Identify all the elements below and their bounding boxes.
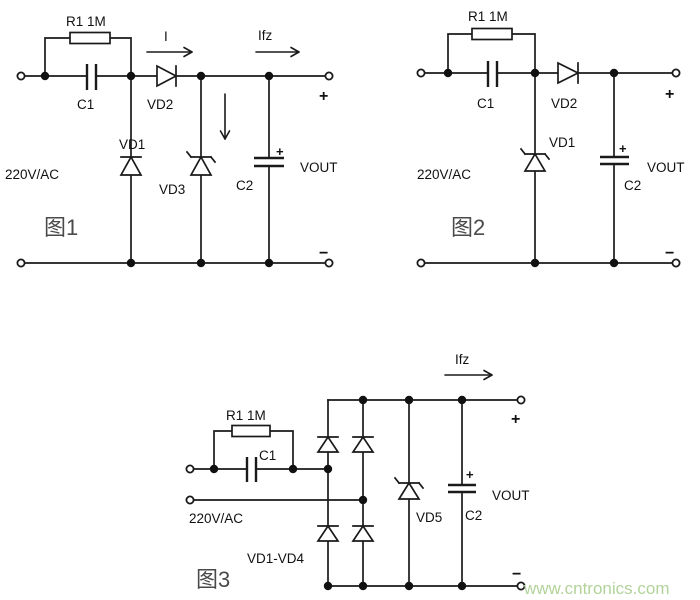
fig3-bridge-diode-upper-right bbox=[351, 435, 375, 453]
fig3-r1-label: R1 1M bbox=[226, 408, 266, 423]
fig2-c2-label: C2 bbox=[624, 178, 641, 193]
fig2-capacitor-c1 bbox=[486, 61, 499, 87]
fig3-capacitor-c2 bbox=[448, 483, 476, 494]
fig1-diode-vd2 bbox=[156, 64, 178, 88]
fig1-current-arrow-i bbox=[146, 46, 193, 58]
fig3-vout-label: VOUT bbox=[492, 488, 530, 503]
fig2-c2-polarity-sign: + bbox=[619, 141, 627, 156]
fig1-title: 图1 bbox=[44, 215, 78, 240]
fig2-r1-label: R1 1M bbox=[468, 9, 508, 24]
fig2-vout-label: VOUT bbox=[647, 160, 685, 175]
fig1-terminals bbox=[16, 71, 334, 268]
fig2-vd2-label: VD2 bbox=[551, 96, 577, 111]
fig1-output-plus-sign: + bbox=[319, 88, 328, 105]
fig1-down-current-arrow bbox=[219, 93, 231, 140]
fig1-diode-vd1 bbox=[119, 155, 143, 176]
fig3-junction-dots bbox=[209, 395, 467, 591]
fig2-output-plus-sign: + bbox=[665, 86, 674, 103]
fig2-junction-dots bbox=[443, 68, 619, 268]
fig2-source-label: 220V/AC bbox=[417, 167, 471, 182]
fig2-capacitor-c2 bbox=[600, 155, 629, 166]
fig3-terminals bbox=[185, 395, 526, 591]
fig2-wires bbox=[424, 33, 673, 264]
watermark-text: www.cntronics.com bbox=[523, 579, 669, 598]
fig1-vd1-label: VD1 bbox=[119, 137, 145, 152]
fig2-resistor-r1 bbox=[471, 27, 513, 41]
fig1-capacitor-c1 bbox=[85, 64, 98, 90]
fig3-vd5-label: VD5 bbox=[416, 510, 442, 525]
figure-1-circuit: R1 1M I Ifz C1 VD2 VD1 VD3 + C2 VOUT + −… bbox=[5, 14, 338, 268]
fig3-current-ifz-label: Ifz bbox=[455, 352, 470, 367]
fig2-zener-vd1 bbox=[519, 147, 551, 172]
fig1-current-ifz-label: Ifz bbox=[258, 28, 273, 43]
fig3-load-current-arrow-ifz bbox=[444, 369, 493, 381]
fig3-c2-polarity-sign: + bbox=[466, 467, 474, 482]
fig1-c2-polarity-sign: + bbox=[276, 144, 284, 159]
figure-2-circuit: R1 1M C1 VD2 VD1 + C2 VOUT + − 220V/AC 图… bbox=[416, 9, 685, 268]
fig3-title: 图3 bbox=[196, 567, 230, 592]
fig2-diode-vd2 bbox=[557, 61, 580, 85]
fig1-vd3-label: VD3 bbox=[159, 182, 185, 197]
fig1-capacitor-c2 bbox=[254, 156, 284, 168]
fig1-vd2-label: VD2 bbox=[147, 97, 173, 112]
fig1-c1-label: C1 bbox=[77, 97, 94, 112]
fig2-terminals bbox=[416, 68, 681, 268]
fig3-zener-vd5 bbox=[393, 476, 425, 500]
fig2-vd1-label: VD1 bbox=[549, 135, 575, 150]
fig3-c2-label: C2 bbox=[465, 508, 482, 523]
fig2-c1-label: C1 bbox=[477, 96, 494, 111]
fig1-zener-vd3 bbox=[185, 150, 217, 176]
fig1-source-label: 220V/AC bbox=[5, 167, 59, 182]
fig3-bridge-diode-lower-right bbox=[351, 524, 375, 542]
fig3-capacitor-c1 bbox=[245, 457, 258, 482]
fig3-c1-label: C1 bbox=[259, 448, 276, 463]
fig3-bridge-label: VD1-VD4 bbox=[247, 551, 305, 566]
fig1-c2-label: C2 bbox=[236, 178, 253, 193]
figure-3-circuit: Ifz R1 1M C1 220V/AC VD1-VD4 VD5 + C2 VO… bbox=[185, 352, 530, 592]
fig3-output-plus-sign: + bbox=[511, 411, 520, 428]
fig1-load-current-arrow-ifz bbox=[255, 46, 300, 58]
fig3-resistor-r1 bbox=[231, 424, 271, 438]
fig1-resistor-r1 bbox=[69, 31, 111, 45]
fig1-junction-dots bbox=[40, 71, 274, 268]
fig1-current-i-label: I bbox=[164, 29, 168, 44]
fig3-bridge-diode-upper-left bbox=[316, 435, 340, 453]
fig1-output-minus-sign: − bbox=[319, 245, 328, 262]
fig1-vout-label: VOUT bbox=[300, 160, 338, 175]
fig3-output-minus-sign: − bbox=[512, 566, 521, 583]
fig2-output-minus-sign: − bbox=[665, 245, 674, 262]
fig2-title: 图2 bbox=[451, 215, 485, 240]
fig3-source-label: 220V/AC bbox=[189, 511, 243, 526]
fig3-bridge-diode-lower-left bbox=[316, 524, 340, 542]
fig1-r1-label: R1 1M bbox=[66, 14, 106, 29]
